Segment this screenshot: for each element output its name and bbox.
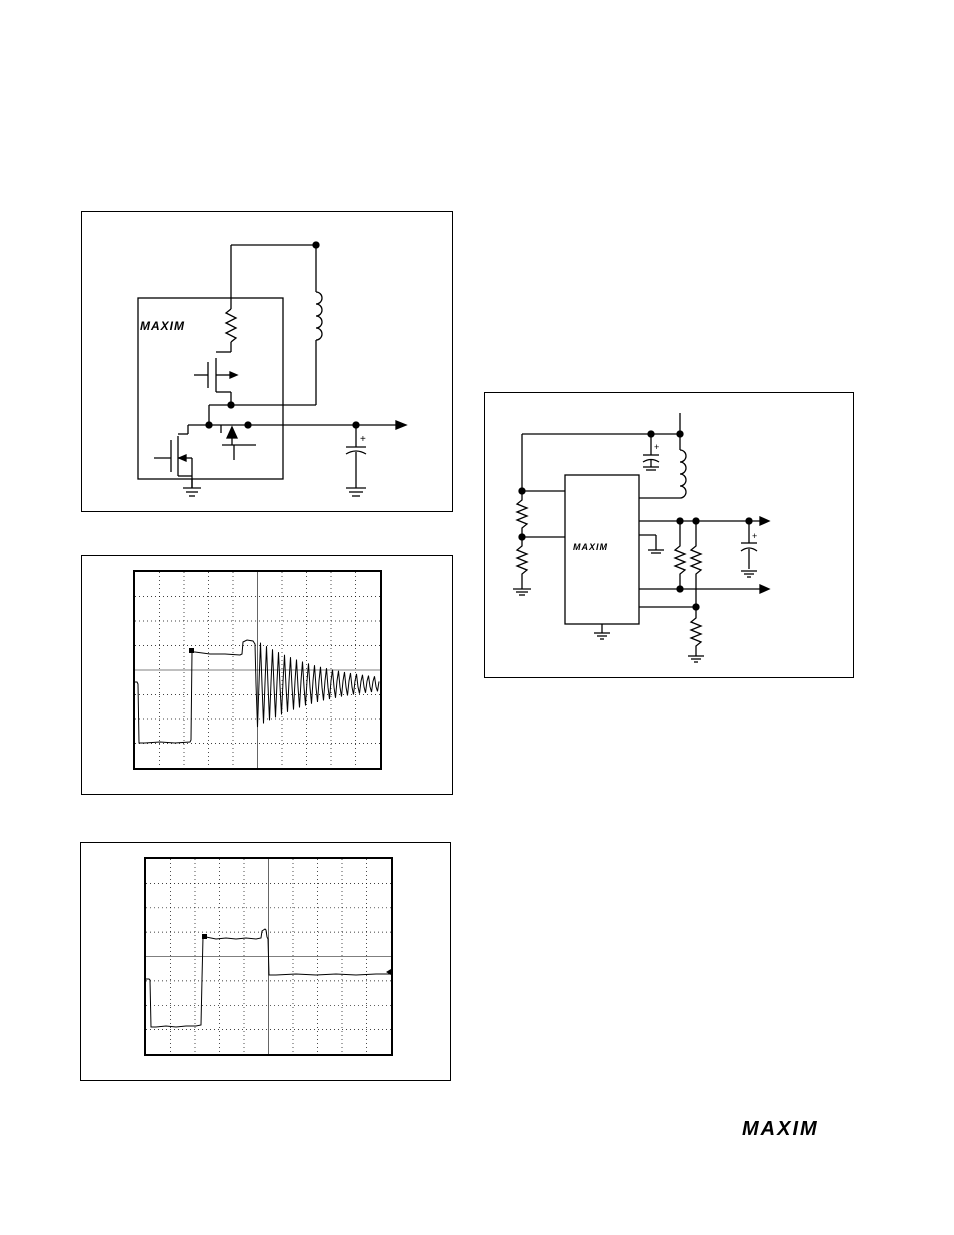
scope-a-plot [135, 572, 380, 768]
scope-a-trigger-marker [189, 648, 194, 653]
scope-figure-b [80, 842, 451, 1081]
inductor [316, 292, 322, 340]
resistor [226, 309, 236, 342]
inductor-b [680, 450, 686, 498]
scope-figure-a [81, 555, 453, 795]
schematic-figure-a: + MAXIM [81, 211, 453, 512]
schematic-a-drawing: + [82, 212, 454, 513]
schematic-figure-b: + + MAXIM [484, 392, 854, 678]
cap-polarity-a: + [360, 434, 366, 445]
chip-logo-b: MAXIM [573, 542, 608, 552]
chip-logo-a: MAXIM [140, 319, 185, 333]
scope-screen-a [133, 570, 382, 770]
scope-b-trigger-marker [202, 934, 207, 939]
schematic-b-drawing: + + [485, 393, 855, 679]
maxim-logo: MAXIM [742, 1118, 852, 1138]
cap-polarity-b1: + [654, 442, 659, 452]
cap-polarity-b2: + [752, 531, 757, 541]
scope-a-trace [135, 640, 379, 743]
scope-b-plot [146, 859, 391, 1054]
scope-screen-b [144, 857, 393, 1056]
